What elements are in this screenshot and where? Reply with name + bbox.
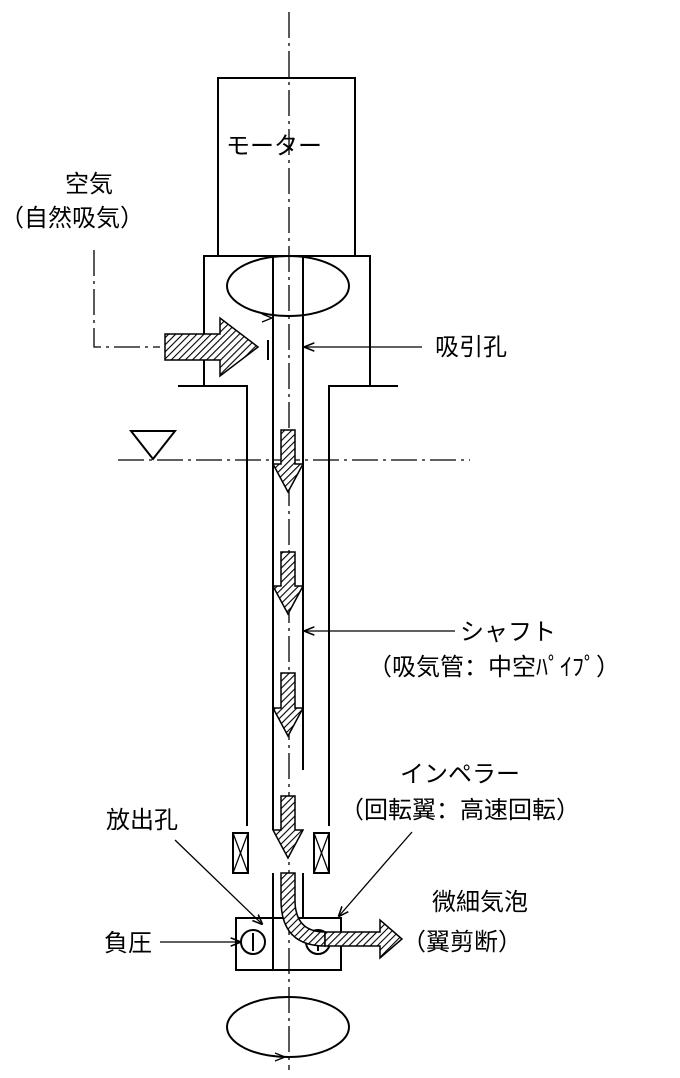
rotation-ellipse-bottom <box>226 996 350 1058</box>
microbubble-outlet-arrow <box>324 918 404 960</box>
rotation-arrow-bottom <box>274 1052 287 1062</box>
shaft-label: シャフト <box>460 618 556 646</box>
flow-arrow-4 <box>271 795 305 860</box>
air-natural-label: （自然吸気） <box>0 204 144 232</box>
impeller-label: インペラー <box>400 760 520 788</box>
bearing-right <box>313 832 330 874</box>
air-label: 空気 <box>65 170 113 198</box>
discharge-hole-label: 放出孔 <box>106 806 178 834</box>
air-intake-arrow <box>164 316 260 378</box>
flow-arrow-1 <box>271 429 305 494</box>
leader-impeller <box>339 831 413 916</box>
blade-shear-label: （翼剪断） <box>402 928 522 956</box>
leader-discharge-hole <box>174 839 262 924</box>
suction-hole-label: 吸引孔 <box>435 333 507 361</box>
discharge-hole-left <box>240 929 266 955</box>
shaft-detail-label: （吸気管：中空ﾊﾟｲﾌﾟ） <box>368 653 620 681</box>
impeller-detail-label: （回転翼：高速回転） <box>340 796 580 824</box>
flow-arrow-3 <box>271 672 305 738</box>
air-intake-path <box>93 250 160 348</box>
suction-pipe-outer <box>204 385 370 826</box>
motor-label: モーター <box>226 132 322 160</box>
water-level-symbol <box>128 430 178 461</box>
flow-arrow-2 <box>271 551 305 616</box>
bearing-left <box>232 832 249 874</box>
rotation-ellipse-top <box>226 255 350 317</box>
microbubble-label: 微細気泡 <box>432 888 528 916</box>
negative-pressure-label: 負圧 <box>104 929 152 957</box>
motor-housing <box>217 77 356 257</box>
head-housing <box>178 255 398 387</box>
